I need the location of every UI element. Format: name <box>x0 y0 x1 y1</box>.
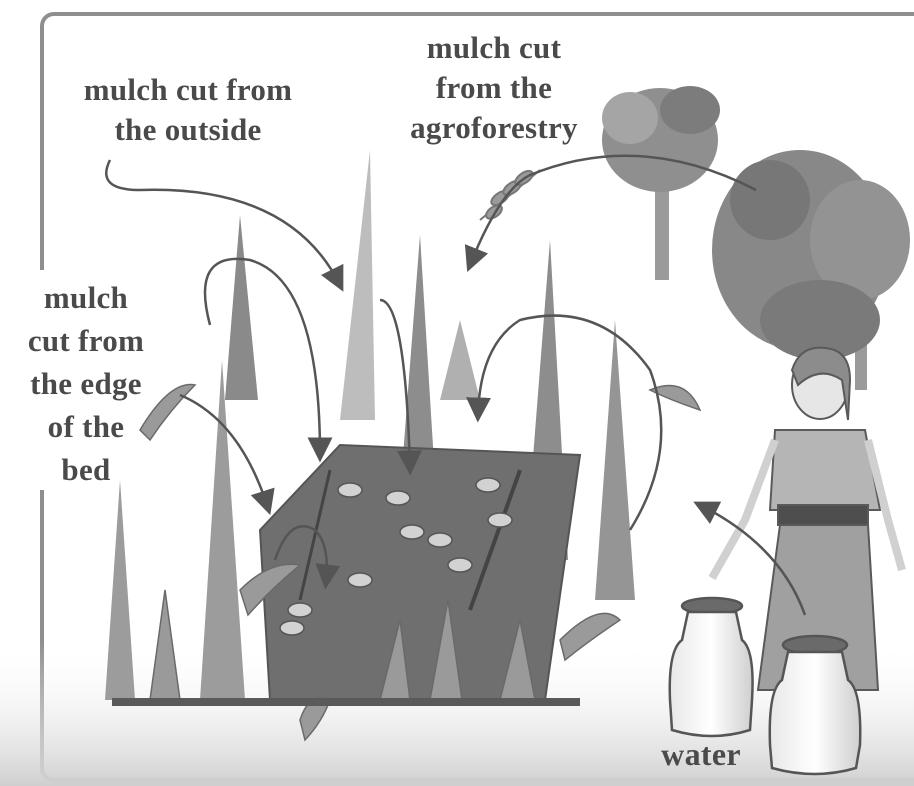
label-line: bed <box>6 448 166 491</box>
label-mulch-outside: mulch cut from the outside <box>58 70 318 150</box>
label-line: the edge <box>6 362 166 405</box>
label-line: the outside <box>58 110 318 150</box>
garden-bed <box>260 445 580 700</box>
label-line: cut from <box>6 319 166 362</box>
cut-branch <box>480 168 540 221</box>
label-mulch-edge: mulch cut from the edge of the bed <box>6 276 166 491</box>
arrow-outside <box>106 160 340 285</box>
label-line: agroforestry <box>386 108 602 148</box>
agroforestry-trees <box>602 86 910 390</box>
label-line: of the <box>6 405 166 448</box>
label-line: from the <box>386 68 602 108</box>
label-mulch-agroforestry: mulch cut from the agroforestry <box>386 28 602 148</box>
water-pot-left <box>670 598 753 736</box>
label-line: mulch cut from <box>58 70 318 110</box>
label-water: water <box>648 734 754 774</box>
bed-base-line <box>112 698 580 706</box>
label-line: mulch <box>6 276 166 319</box>
label-line: mulch cut <box>386 28 602 68</box>
